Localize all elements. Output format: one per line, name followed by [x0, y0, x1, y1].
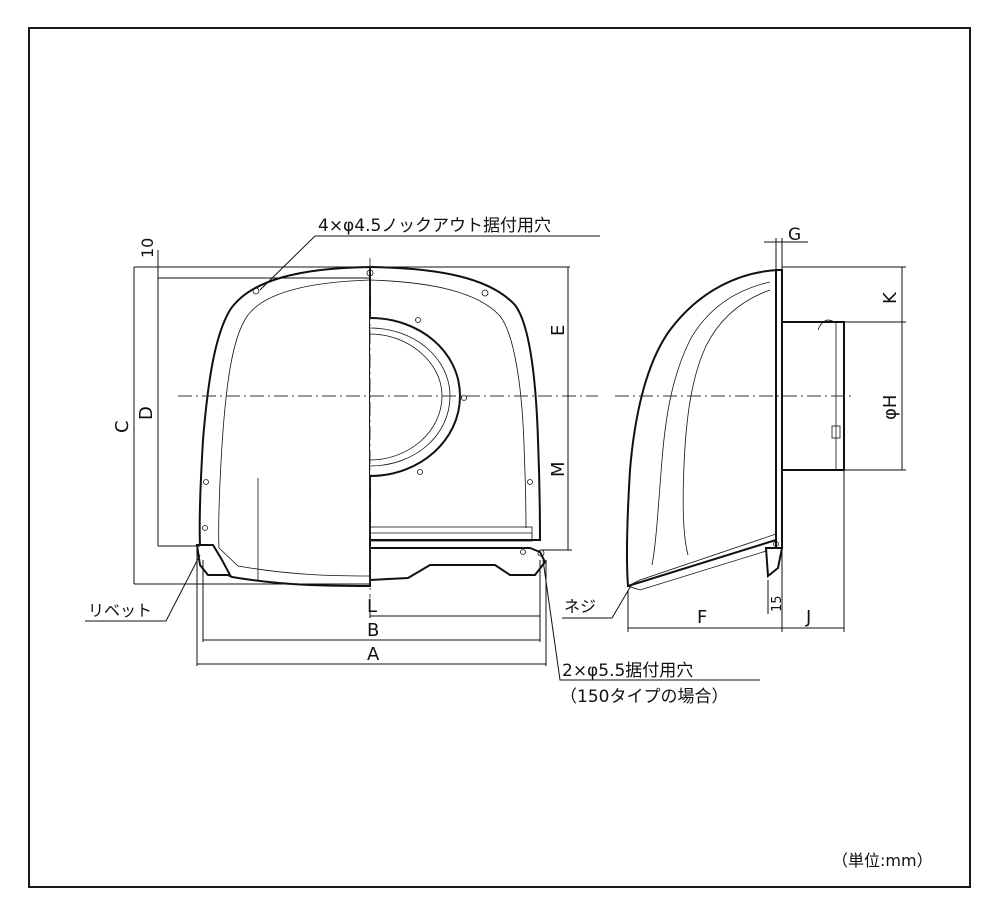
side-hood-outline — [625, 268, 780, 588]
front-hood-left-outline — [198, 265, 371, 588]
label-dim-a: A — [367, 644, 380, 665]
knockout-hole — [252, 287, 260, 295]
hole — [202, 525, 208, 531]
side-hood-inner2 — [682, 289, 771, 556]
front-foot-right — [369, 547, 547, 582]
hole — [520, 549, 526, 555]
label-screw: ネジ — [564, 597, 596, 616]
label-dim-f: F — [697, 607, 707, 628]
hole — [415, 317, 421, 323]
leader-knockout — [259, 235, 600, 291]
front-view — [178, 258, 598, 598]
hole — [417, 469, 423, 475]
label-unit: （単位:mm） — [832, 851, 933, 870]
side-view — [615, 268, 855, 591]
label-dim-m: M — [548, 461, 569, 477]
label-mount-holes: 2×φ5.5据付用穴 — [562, 661, 693, 681]
side-dimensions — [562, 238, 906, 632]
label-rivet: リベット — [88, 601, 152, 620]
leader-mount-hole — [542, 559, 760, 681]
label-dim-10: 10 — [138, 238, 157, 258]
label-dim-b: B — [367, 620, 379, 641]
label-dim-g: G — [788, 225, 801, 245]
side-hood-inner — [651, 281, 771, 566]
leader-rivet — [85, 554, 201, 622]
label-dim-e: E — [548, 325, 569, 336]
screw — [773, 541, 779, 547]
hole — [203, 479, 209, 485]
label-dim-d: D — [136, 406, 157, 420]
leader-screw — [562, 583, 633, 619]
label-dim-k: K — [880, 291, 901, 304]
front-dimensions — [85, 235, 760, 681]
label-mount-holes-note: （150タイプの場合） — [560, 687, 728, 707]
side-bottom-tab — [764, 547, 784, 578]
hole — [461, 395, 467, 401]
labels: 4×φ4.5ノックアウト据付用穴 10 C D E M L B A リベット 2… — [88, 216, 933, 870]
hole — [527, 479, 533, 485]
duct-wire — [817, 319, 835, 331]
front-hood-right-inner — [369, 279, 527, 529]
label-dim-l: L — [367, 596, 377, 617]
front-hood-left-inner — [218, 279, 371, 577]
label-dim-c: C — [112, 420, 133, 433]
label-dim-15: 15 — [770, 595, 785, 612]
label-dim-j: J — [805, 607, 811, 628]
knockout-hole — [481, 289, 489, 297]
label-knockout-holes: 4×φ4.5ノックアウト据付用穴 — [318, 216, 551, 236]
label-dim-h: φH — [880, 395, 901, 420]
front-foot-left — [195, 544, 232, 576]
duct-clip — [831, 425, 841, 439]
